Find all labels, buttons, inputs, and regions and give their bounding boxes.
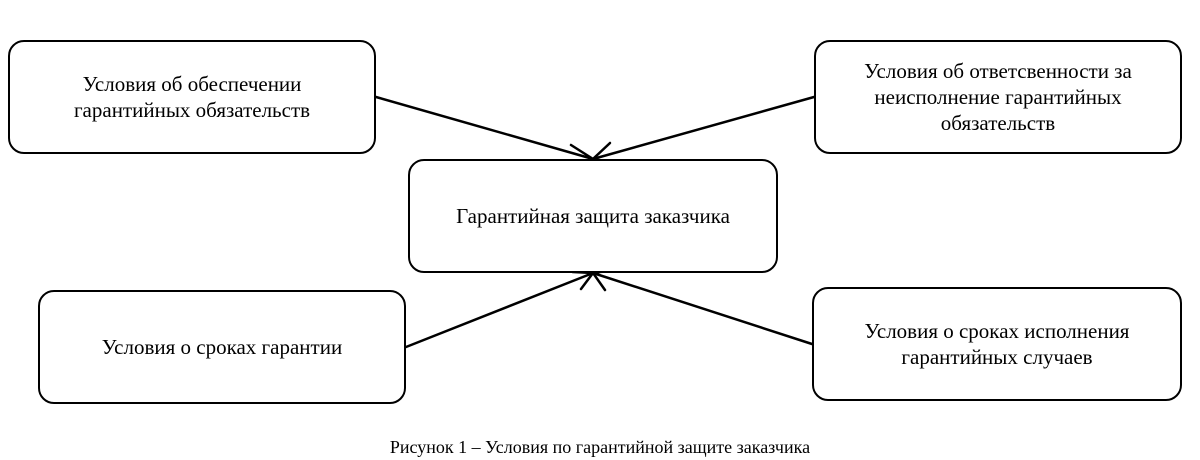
arrow-bottom-right-to-center: [591, 271, 814, 346]
arrow-top-right-to-center: [591, 95, 816, 161]
node-label: Гарантийная защита заказчика: [456, 203, 730, 228]
arrow-top-left-to-center: [374, 95, 595, 161]
node-label: Условия об ответсвенности за неисполнени…: [864, 58, 1132, 136]
arrow-bottom-left-to-center: [404, 271, 595, 349]
node-customer-warranty-protection: Гарантийная защита заказчика: [408, 159, 778, 273]
node-label: Условия об обеспечении гарантийных обяза…: [73, 71, 311, 122]
node-label: Условия о сроках исполнения гарантийных …: [864, 318, 1130, 369]
node-liability-terms: Условия об ответсвенности за неисполнени…: [814, 40, 1182, 154]
node-label: Условия о сроках гарантии: [101, 334, 343, 359]
node-warranty-case-deadline-terms: Условия о сроках исполнения гарантийных …: [812, 287, 1182, 401]
node-warranty-security-terms: Условия об обеспечении гарантийных обяза…: [8, 40, 376, 154]
node-warranty-period-terms: Условия о сроках гарантии: [38, 290, 406, 404]
figure-caption: Рисунок 1 – Условия по гарантийной защит…: [389, 437, 811, 457]
